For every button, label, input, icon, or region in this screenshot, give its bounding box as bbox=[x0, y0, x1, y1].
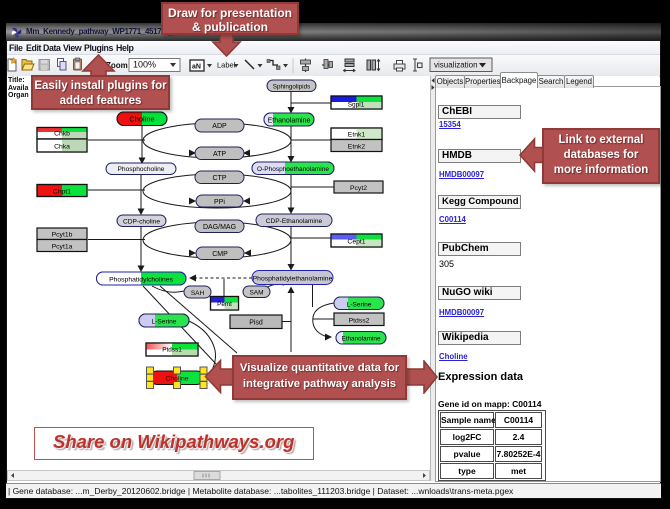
svg-text:Ethanolamine: Ethanolamine bbox=[341, 336, 381, 343]
svg-text:Chkb: Chkb bbox=[54, 131, 70, 138]
svg-text:Sgpl1: Sgpl1 bbox=[348, 102, 365, 109]
svg-text:Sphingolipids: Sphingolipids bbox=[273, 84, 310, 91]
svg-text:100%: 100% bbox=[133, 60, 156, 70]
svg-text:L-Serine: L-Serine bbox=[347, 302, 372, 309]
svg-text:L-Serine: L-Serine bbox=[152, 319, 177, 326]
svg-text:CTP: CTP bbox=[213, 175, 227, 182]
svg-text:Ethanolamine: Ethanolamine bbox=[268, 118, 311, 125]
svg-text:CMP: CMP bbox=[212, 251, 228, 258]
svg-text:SAM: SAM bbox=[249, 290, 263, 297]
svg-text:SAH: SAH bbox=[191, 290, 205, 297]
svg-text:Etnk1: Etnk1 bbox=[348, 132, 366, 139]
svg-text:ADP: ADP bbox=[212, 123, 227, 130]
svg-text:Ptdss1: Ptdss1 bbox=[162, 347, 182, 354]
svg-text:CDP-Ethanolamine: CDP-Ethanolamine bbox=[266, 218, 323, 225]
svg-text:DAG/MAG: DAG/MAG bbox=[203, 224, 236, 231]
svg-text:PPi: PPi bbox=[214, 199, 225, 206]
svg-text:Choline: Choline bbox=[165, 376, 188, 383]
svg-text:ATP: ATP bbox=[213, 151, 226, 158]
svg-text:Ptdss2: Ptdss2 bbox=[349, 318, 370, 325]
svg-text:Pcyt2: Pcyt2 bbox=[350, 185, 367, 192]
svg-text:Pemt: Pemt bbox=[217, 301, 232, 308]
svg-text:Pcyt1a: Pcyt1a bbox=[52, 244, 73, 251]
svg-text:Phosphatidylcholines: Phosphatidylcholines bbox=[109, 277, 173, 284]
svg-text:Zoom:: Zoom: bbox=[106, 61, 130, 70]
svg-text:Chpt1: Chpt1 bbox=[53, 189, 71, 196]
svg-text:Pisd: Pisd bbox=[249, 320, 263, 327]
svg-text:Label: Label bbox=[217, 61, 236, 70]
svg-text:Pcyt1b: Pcyt1b bbox=[52, 232, 73, 239]
svg-text:O-Phosphoethanolamine: O-Phosphoethanolamine bbox=[257, 166, 329, 173]
svg-text:Phosphocholine: Phosphocholine bbox=[118, 166, 165, 173]
svg-text:Chka: Chka bbox=[54, 144, 70, 151]
svg-text:CDP-choline: CDP-choline bbox=[123, 219, 160, 226]
svg-text:Etnk2: Etnk2 bbox=[348, 144, 366, 151]
svg-text:aN: aN bbox=[192, 64, 201, 71]
svg-text:Cept1: Cept1 bbox=[347, 239, 365, 246]
svg-text:visualization: visualization bbox=[434, 61, 478, 70]
svg-text:Choline: Choline bbox=[129, 115, 154, 124]
svg-text:Phosphatidylethanolamine: Phosphatidylethanolamine bbox=[253, 276, 333, 283]
